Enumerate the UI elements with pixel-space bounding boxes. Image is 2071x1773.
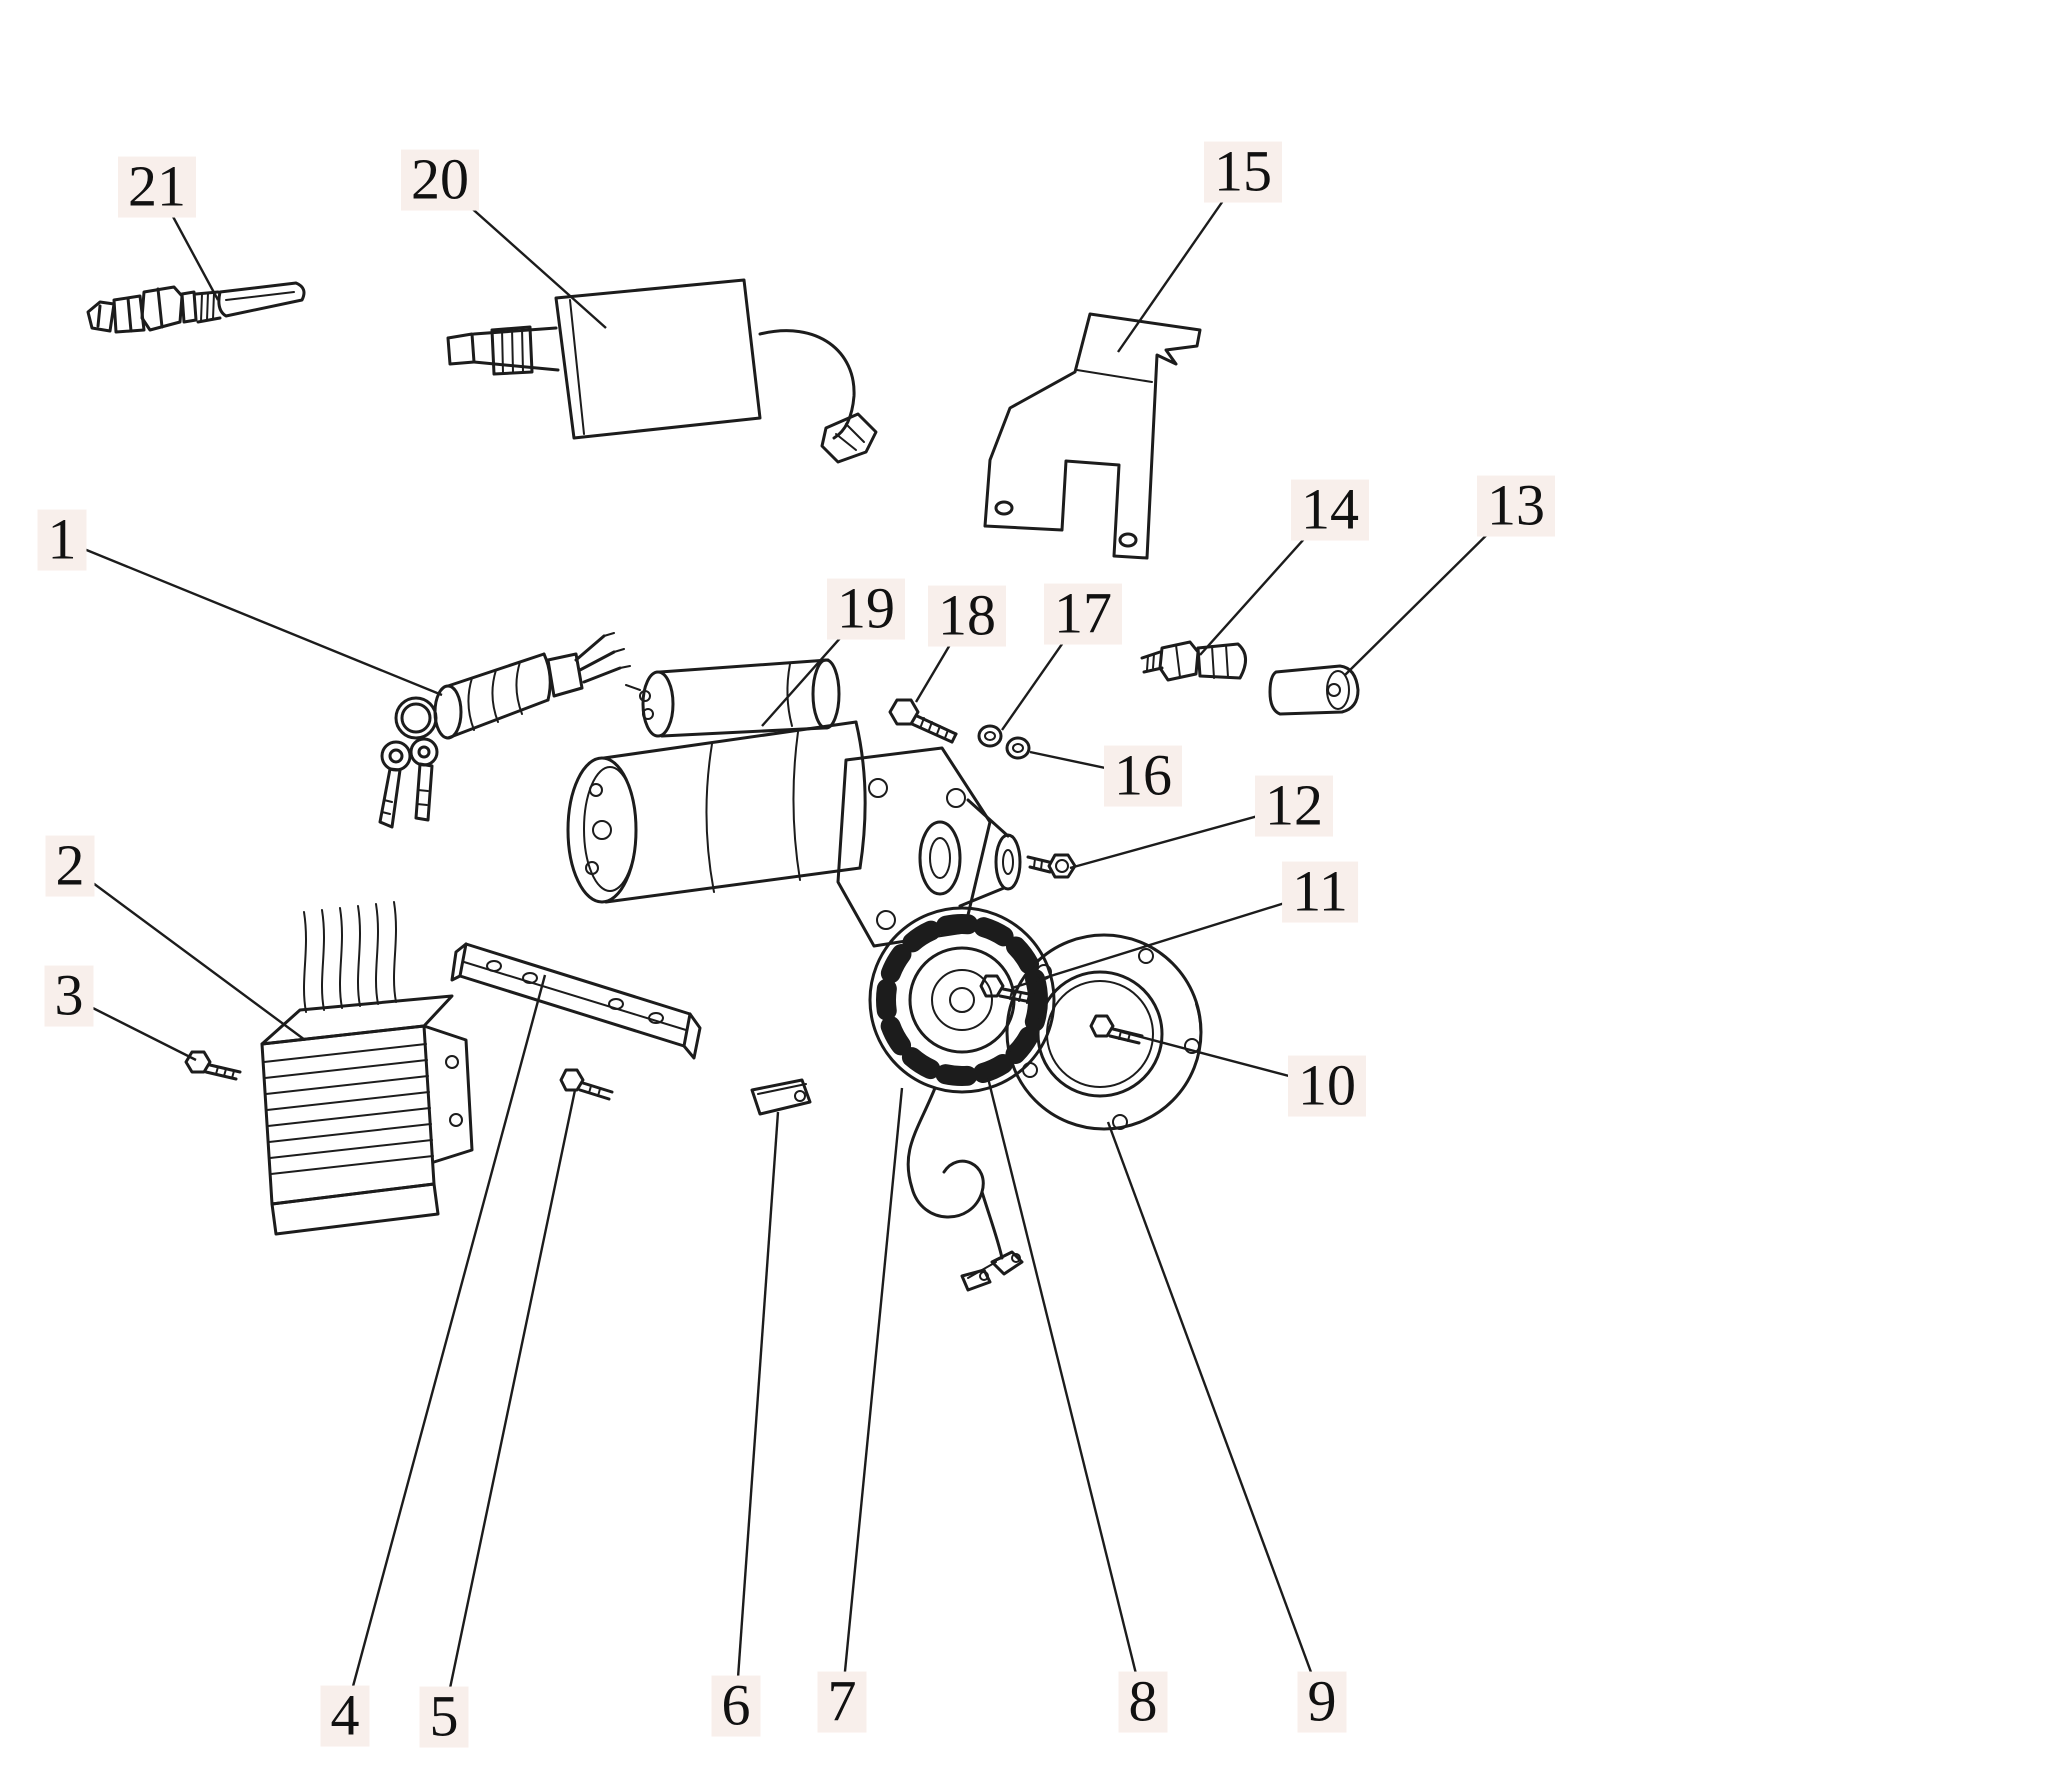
part-label-6: 6: [711, 1675, 761, 1737]
part-label-21: 21: [118, 156, 196, 218]
part-drawing-clamp-block: [750, 1078, 812, 1116]
part-label-12: 12: [1255, 775, 1333, 837]
part-label-19: 19: [827, 578, 905, 640]
part-label-16: 16: [1104, 745, 1182, 807]
part-drawing-bolt-12: [1026, 853, 1077, 879]
part-drawing-bolt-11: [979, 974, 1036, 1004]
part-label-7: 7: [817, 1671, 867, 1733]
part-drawing-fitting: [1140, 640, 1247, 682]
part-drawing-housing: [1005, 933, 1203, 1131]
part-label-9: 9: [1297, 1671, 1347, 1733]
part-label-8: 8: [1118, 1671, 1168, 1733]
leader-line-8: [986, 1077, 1145, 1703]
part-label-2: 2: [45, 835, 95, 897]
part-drawing-mounting-bar: [450, 942, 702, 1060]
part-drawing-bolt-5: [559, 1068, 614, 1101]
part-label-10: 10: [1288, 1055, 1366, 1117]
part-label-15: 15: [1204, 141, 1282, 203]
part-label-5: 5: [419, 1686, 469, 1748]
part-drawing-bolt-18: [888, 698, 958, 744]
part-label-14: 14: [1291, 479, 1369, 541]
part-drawing-bolt-10: [1089, 1014, 1144, 1045]
part-label-11: 11: [1282, 861, 1358, 923]
part-label-1: 1: [37, 509, 87, 571]
leader-line-7: [840, 1087, 904, 1703]
leader-line-6: [734, 1111, 780, 1707]
part-label-17: 17: [1044, 583, 1122, 645]
part-drawing-ignition-switch: [378, 632, 631, 829]
part-drawing-connector: [1268, 664, 1360, 716]
part-drawing-bolt-3: [184, 1050, 242, 1081]
part-drawing-washers: [977, 724, 1031, 760]
leader-line-9: [1106, 1121, 1324, 1703]
part-label-3: 3: [44, 965, 94, 1027]
part-drawing-bracket: [983, 312, 1202, 560]
leader-lines: [61, 171, 1517, 1718]
leader-line-11: [1011, 890, 1321, 990]
part-drawing-starter-motor: [566, 658, 1022, 948]
part-label-18: 18: [928, 585, 1006, 647]
part-drawing-heater-plug: [446, 278, 878, 464]
part-label-4: 4: [320, 1685, 370, 1747]
leader-line-2: [69, 865, 306, 1041]
part-label-13: 13: [1477, 475, 1555, 537]
part-drawing-regulator: [260, 901, 474, 1236]
leader-line-5: [442, 1089, 577, 1718]
part-label-20: 20: [401, 149, 479, 211]
leader-line-4: [343, 974, 547, 1717]
leader-line-1: [61, 538, 443, 697]
part-drawing-sensor-plug: [86, 281, 306, 334]
